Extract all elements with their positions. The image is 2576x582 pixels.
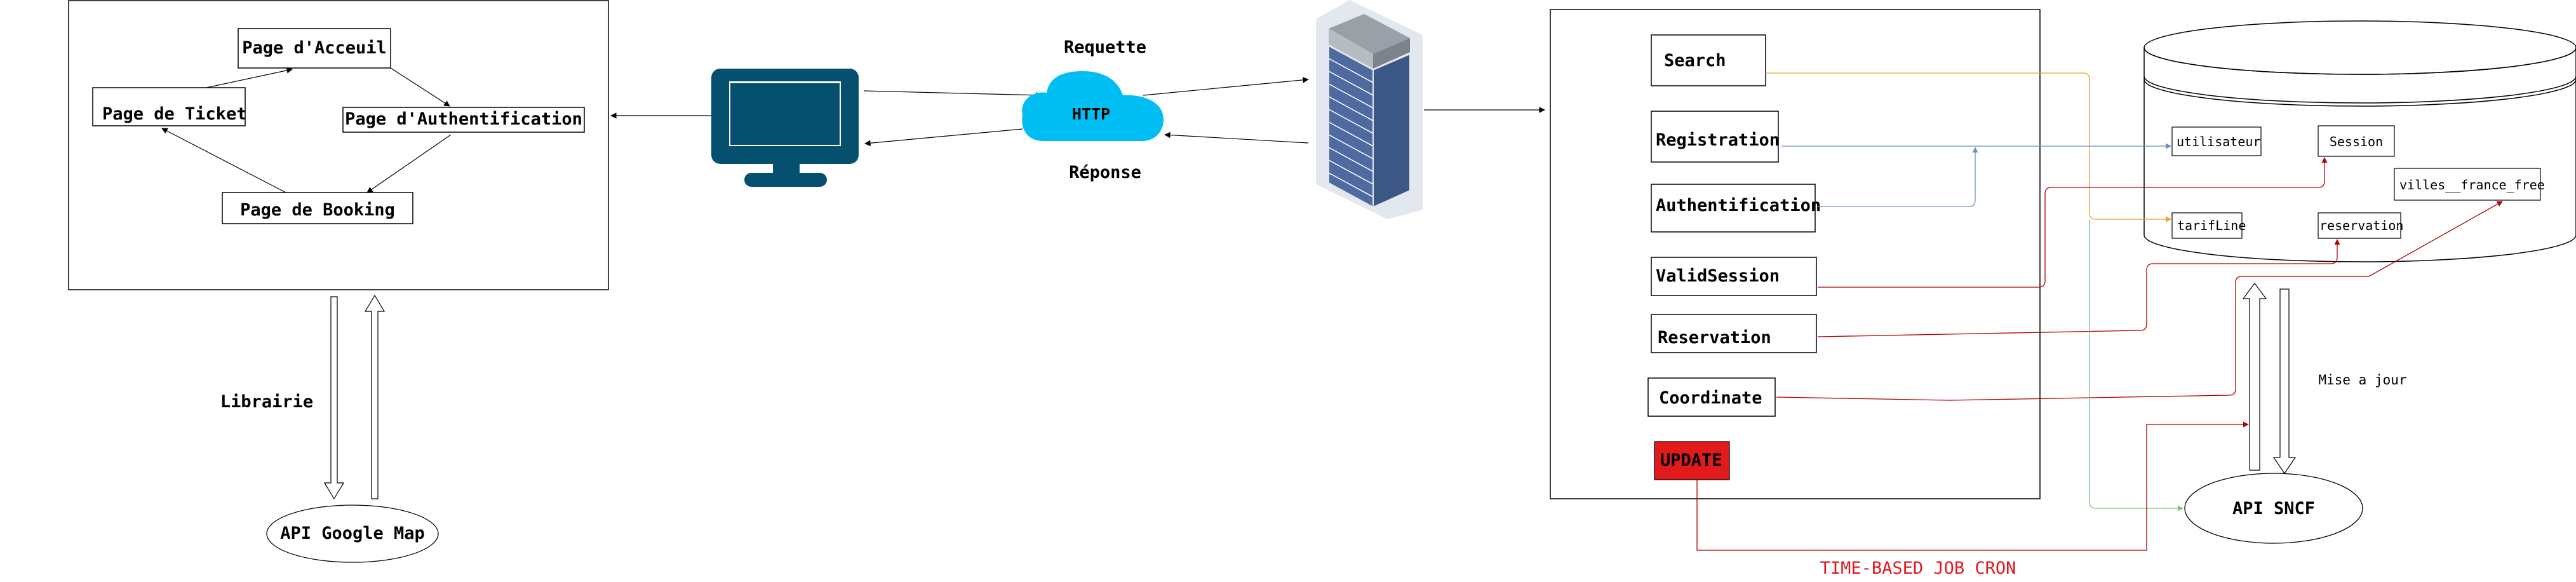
api-sncf-label: API SNCF xyxy=(2232,499,2315,518)
edge-auth-booking xyxy=(366,134,452,193)
edge-cloud-server xyxy=(1143,77,1309,96)
node-page-booking: Page de Booking xyxy=(222,192,413,224)
librairie-label: Librairie xyxy=(220,392,313,412)
authentification-label: Authentification xyxy=(1656,196,1821,215)
search-label: Search xyxy=(1664,51,1726,71)
service-validsession: ValidSession xyxy=(1651,257,1817,296)
edge-update-cron xyxy=(1696,421,2249,551)
table-reservation-label: reservation xyxy=(2319,218,2403,233)
server-rack-icon xyxy=(1316,0,1423,219)
mise-a-jour-up-arrow xyxy=(2242,283,2267,471)
library-down-arrow xyxy=(323,296,345,500)
http-cloud-icon: HTTP xyxy=(1022,71,1164,141)
node-page-accueil: Page d'Acceuil xyxy=(238,28,391,69)
page-booking-label: Page de Booking xyxy=(240,200,395,220)
client-container xyxy=(68,0,609,290)
registration-label: Registration xyxy=(1656,130,1780,150)
page-auth-label: Page d'Authentification xyxy=(345,109,582,129)
edge-validsession-session xyxy=(1818,157,2328,288)
edge-booking-ticket xyxy=(161,128,286,193)
table-reservation: reservation xyxy=(2318,212,2403,239)
mise-a-jour-label: Mise a jour xyxy=(2318,372,2406,388)
service-coordinate: Coordinate xyxy=(1647,377,1776,417)
api-google-map-label: API Google Map xyxy=(280,524,425,543)
requette-label: Requette xyxy=(1064,37,1146,57)
node-page-ticket: Page de Ticket xyxy=(92,87,247,126)
api-sncf: API SNCF xyxy=(2184,473,2363,544)
table-utilisateur: utilisateur xyxy=(2171,126,2262,156)
table-tarifline-label: tarifLine xyxy=(2177,218,2246,233)
edge-accueil-auth xyxy=(390,67,450,107)
node-page-auth: Page d'Authentification xyxy=(342,107,585,133)
edge-cloud-monitor xyxy=(864,128,1023,146)
page-ticket-label: Page de Ticket xyxy=(102,104,247,124)
coordinate-label: Coordinate xyxy=(1659,388,1762,408)
reservation-label: Reservation xyxy=(1658,328,1771,348)
service-update: UPDATE xyxy=(1654,441,1730,480)
reponse-label: Réponse xyxy=(1069,163,1141,182)
http-label: HTTP xyxy=(1072,105,1110,123)
table-tarifline: tarifLine xyxy=(2171,212,2246,239)
validsession-label: ValidSession xyxy=(1656,266,1780,286)
services-container xyxy=(1550,9,2041,499)
table-villes: villes__france_free xyxy=(2394,168,2545,201)
table-session-label: Session xyxy=(2330,134,2383,149)
table-utilisateur-label: utilisateur xyxy=(2177,134,2260,149)
library-up-arrow xyxy=(364,294,386,499)
edge-coordinate-villes xyxy=(1776,201,2503,401)
edge-ticket-accueil xyxy=(206,67,293,88)
cron-label: TIME-BASED JOB CRON xyxy=(1820,558,2016,578)
service-authentification: Authentification xyxy=(1651,184,1821,233)
edge-auth-utilisateur xyxy=(1818,147,1978,207)
service-registration: Registration xyxy=(1651,111,1780,163)
table-session: Session xyxy=(2318,125,2395,157)
edge-search-sncf xyxy=(2089,219,2184,511)
monitor-icon xyxy=(711,69,859,187)
table-villes-label: villes__france_free xyxy=(2399,177,2545,193)
api-google-map: API Google Map xyxy=(266,504,439,563)
service-search: Search xyxy=(1651,34,1766,86)
mise-a-jour-down-arrow xyxy=(2272,288,2297,475)
page-accueil-label: Page d'Acceuil xyxy=(242,38,387,58)
edge-reservation-table xyxy=(1817,239,2340,337)
edge-server-cloud xyxy=(1164,132,1309,144)
service-reservation: Reservation xyxy=(1651,314,1817,353)
update-label: UPDATE xyxy=(1660,450,1722,470)
edge-monitor-cloud xyxy=(863,90,1042,98)
